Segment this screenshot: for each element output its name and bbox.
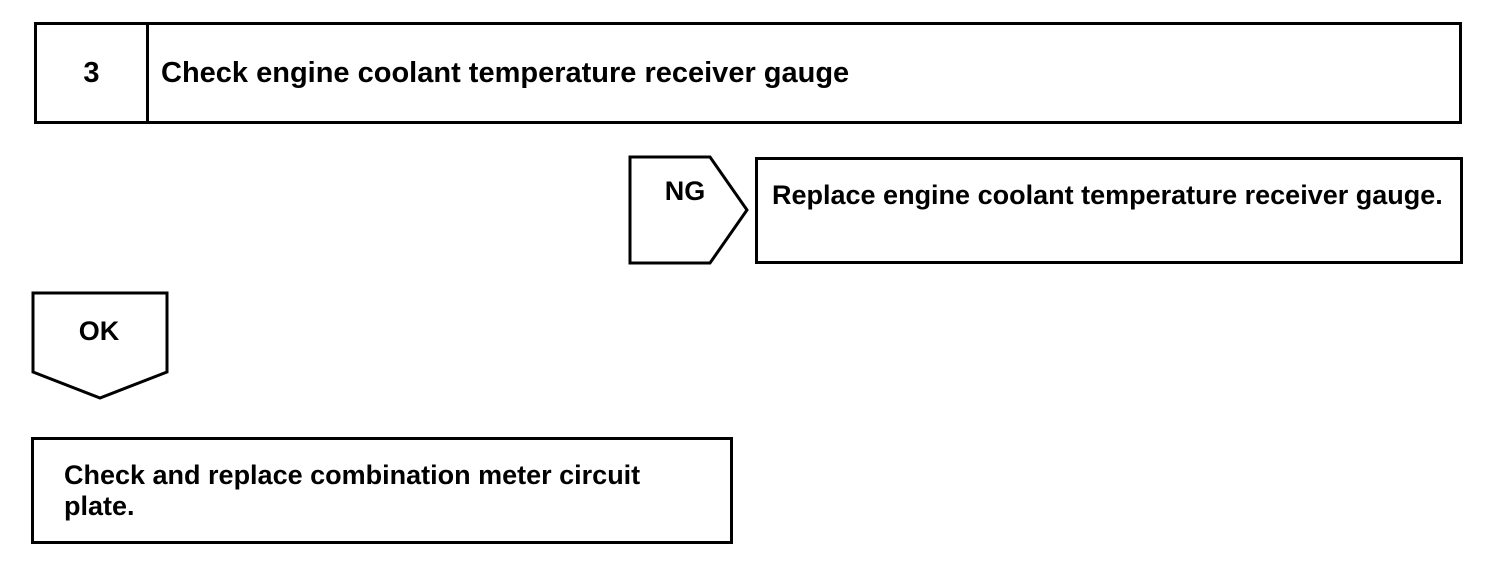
ng-label: NG [664,176,706,206]
ng-action-text: Replace engine coolant temperature recei… [772,180,1443,210]
ok-label: OK [78,316,120,346]
ok-arrow-shape [31,291,169,400]
step-number: 3 [37,25,149,121]
ng-action-box: Replace engine coolant temperature recei… [755,157,1463,264]
step-header-box: 3 Check engine coolant temperature recei… [34,22,1462,124]
ok-action-box: Check and replace combination meter circ… [31,437,733,544]
ok-action-text: Check and replace combination meter circ… [64,460,641,521]
step-title: Check engine coolant temperature receive… [161,56,850,89]
ng-arrow-shape [628,155,749,265]
